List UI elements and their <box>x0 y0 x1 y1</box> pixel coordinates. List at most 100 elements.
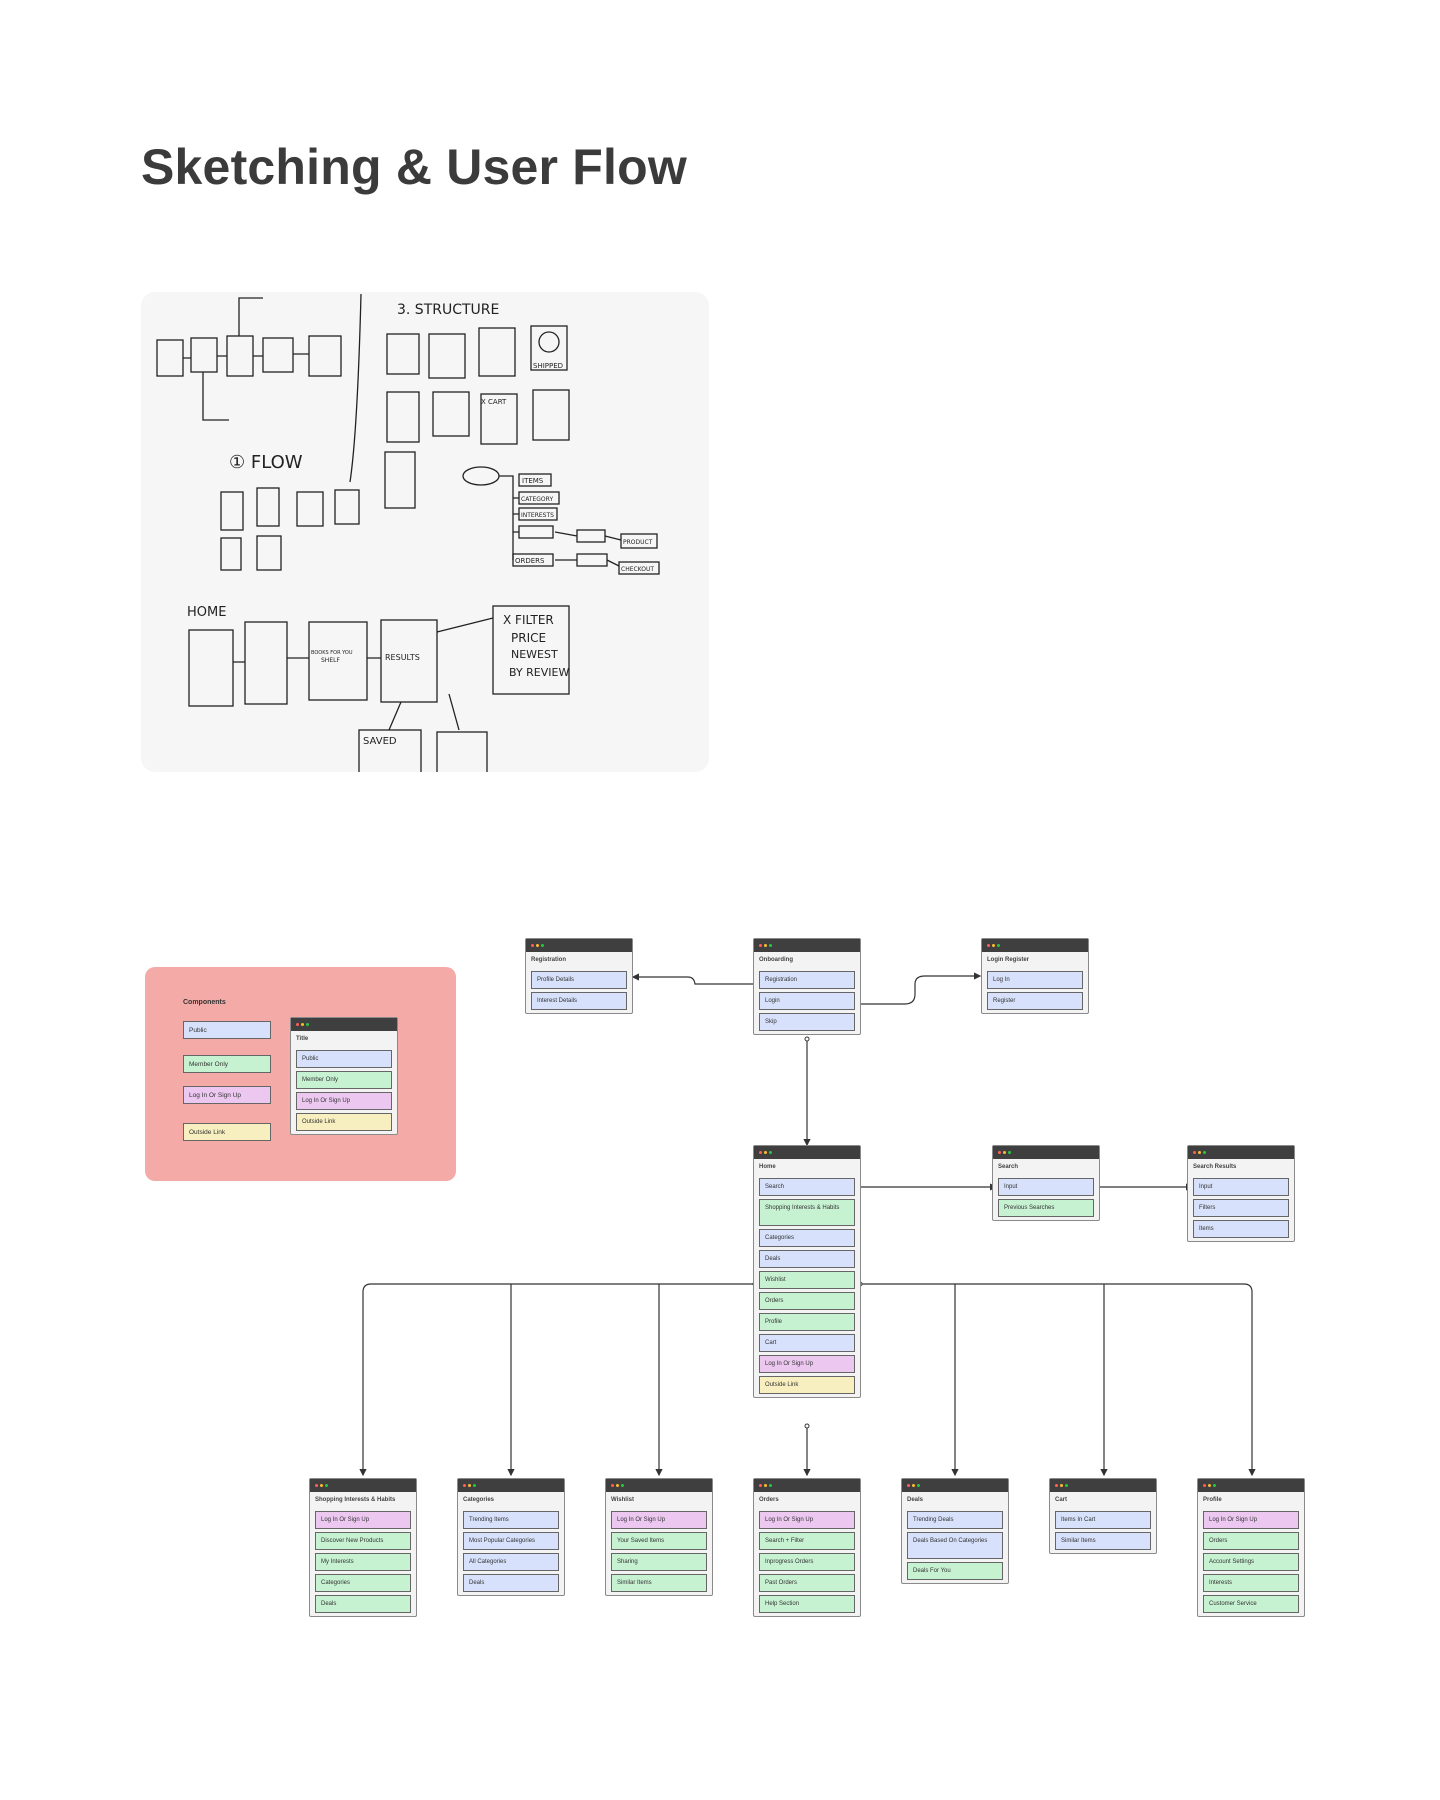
window-item: Deals Based On Categories <box>907 1532 1003 1559</box>
window-item: Orders <box>759 1292 855 1310</box>
screen-shopping-interests: Shopping Interests & Habits Log In Or Si… <box>309 1478 417 1617</box>
sketch-label: HOME <box>187 605 226 620</box>
sketch-label: ORDERS <box>515 557 545 565</box>
window-titlebar <box>606 1479 712 1492</box>
window-item: Deals <box>315 1595 411 1613</box>
window-titlebar <box>458 1479 564 1492</box>
window-item: Input <box>998 1178 1094 1196</box>
screen-registration: Registration Profile Details Interest De… <box>525 938 633 1014</box>
sketch-label: SHIPPED <box>533 362 563 370</box>
sketch-label: INTERESTS <box>521 512 554 519</box>
legend-item-login: Log In Or Sign Up <box>183 1086 271 1104</box>
window-titlebar <box>754 939 860 952</box>
sketch-image: 3. STRUCTURE ① FLOW HOME X FILTER PRICE … <box>141 292 709 772</box>
page-title: Sketching & User Flow <box>141 139 687 195</box>
window-item: Trending Deals <box>907 1511 1003 1529</box>
window-item: Inprogress Orders <box>759 1553 855 1571</box>
window-item: Wishlist <box>759 1271 855 1289</box>
window-title: Registration <box>531 957 567 963</box>
window-item: Outside Link <box>296 1113 392 1131</box>
screen-deals: Deals Trending Deals Deals Based On Cate… <box>901 1478 1009 1584</box>
sketch-label: ITEMS <box>522 477 544 485</box>
window-item: Interests <box>1203 1574 1299 1592</box>
window-titlebar <box>526 939 632 952</box>
window-item: Interest Details <box>531 992 627 1010</box>
window-item: Register <box>987 992 1083 1010</box>
window-item: Login <box>759 992 855 1010</box>
window-item: Most Popular Categories <box>463 1532 559 1550</box>
window-item: Discover New Products <box>315 1532 411 1550</box>
window-titlebar <box>754 1146 860 1159</box>
window-item: Your Saved Items <box>611 1532 707 1550</box>
window-titlebar <box>902 1479 1008 1492</box>
window-title: Deals <box>907 1497 924 1503</box>
window-title: Orders <box>759 1497 779 1503</box>
sketch-label: RESULTS <box>385 653 420 662</box>
window-title: Cart <box>1055 1497 1068 1503</box>
window-titlebar <box>1050 1479 1156 1492</box>
screen-wishlist: Wishlist Log In Or Sign Up Your Saved It… <box>605 1478 713 1596</box>
window-item: Previous Searches <box>998 1199 1094 1217</box>
screen-orders: Orders Log In Or Sign Up Search + Filter… <box>753 1478 861 1617</box>
screen-profile: Profile Log In Or Sign Up Orders Account… <box>1197 1478 1305 1617</box>
legend-item-outside: Outside Link <box>183 1123 271 1141</box>
window-item: Sharing <box>611 1553 707 1571</box>
sketch-label: PRICE <box>511 631 546 645</box>
window-titlebar <box>1198 1479 1304 1492</box>
sketch-label: ① FLOW <box>229 452 303 473</box>
window-title: Shopping Interests & Habits <box>315 1497 396 1503</box>
sketch-label: X CART <box>481 398 507 406</box>
window-item: Member Only <box>296 1071 392 1089</box>
window-item: Profile <box>759 1313 855 1331</box>
window-titlebar <box>291 1018 397 1031</box>
sketch-label: CHECKOUT <box>621 566 654 573</box>
window-title: Login Register <box>987 957 1030 963</box>
window-title: Home <box>759 1164 776 1170</box>
sketch-label: 3. STRUCTURE <box>397 302 499 318</box>
window-item: Deals <box>463 1574 559 1592</box>
window-item: My Interests <box>315 1553 411 1571</box>
window-item: Skip <box>759 1013 855 1031</box>
window-titlebar <box>993 1146 1099 1159</box>
window-item: Search + Filter <box>759 1532 855 1550</box>
window-item: Log In Or Sign Up <box>611 1511 707 1529</box>
legend-sample-window: Title Public Member Only Log In Or Sign … <box>290 1017 398 1135</box>
window-item: Log In Or Sign Up <box>296 1092 392 1110</box>
window-titlebar <box>754 1479 860 1492</box>
window-item: Search <box>759 1178 855 1196</box>
window-item: Deals <box>759 1250 855 1268</box>
sketch-label: CATEGORY <box>521 496 553 503</box>
window-item: Filters <box>1193 1199 1289 1217</box>
window-item: All Categories <box>463 1553 559 1571</box>
window-title: Wishlist <box>611 1497 634 1503</box>
window-item: Account Settings <box>1203 1553 1299 1571</box>
window-item: Log In Or Sign Up <box>315 1511 411 1529</box>
window-item: Shopping Interests & Habits <box>759 1199 855 1226</box>
window-item: Public <box>296 1050 392 1068</box>
window-item: Outside Link <box>759 1376 855 1394</box>
sketch-label: NEWEST <box>511 648 558 661</box>
window-title: Search <box>998 1164 1019 1170</box>
screen-login-register: Login Register Log In Register <box>981 938 1089 1014</box>
window-item: Orders <box>1203 1532 1299 1550</box>
sketch-label: X FILTER <box>503 613 554 627</box>
window-item: Cart <box>759 1334 855 1352</box>
window-titlebar <box>310 1479 416 1492</box>
window-titlebar <box>1188 1146 1294 1159</box>
window-item: Items In Cart <box>1055 1511 1151 1529</box>
window-item: Similar Items <box>611 1574 707 1592</box>
window-title: Categories <box>463 1497 495 1503</box>
window-item: Customer Service <box>1203 1595 1299 1613</box>
screen-search: Search Input Previous Searches <box>992 1145 1100 1221</box>
window-item: Log In Or Sign Up <box>759 1355 855 1373</box>
window-item: Past Orders <box>759 1574 855 1592</box>
legend-item-public: Public <box>183 1021 271 1039</box>
screen-cart: Cart Items In Cart Similar Items <box>1049 1478 1157 1554</box>
window-title: Search Results <box>1193 1164 1237 1170</box>
window-title: Title <box>296 1036 309 1042</box>
window-item: Deals For You <box>907 1562 1003 1580</box>
screen-onboarding: Onboarding Registration Login Skip <box>753 938 861 1035</box>
window-titlebar <box>982 939 1088 952</box>
sketch-label: SAVED <box>363 736 397 747</box>
legend-item-member: Member Only <box>183 1055 271 1073</box>
